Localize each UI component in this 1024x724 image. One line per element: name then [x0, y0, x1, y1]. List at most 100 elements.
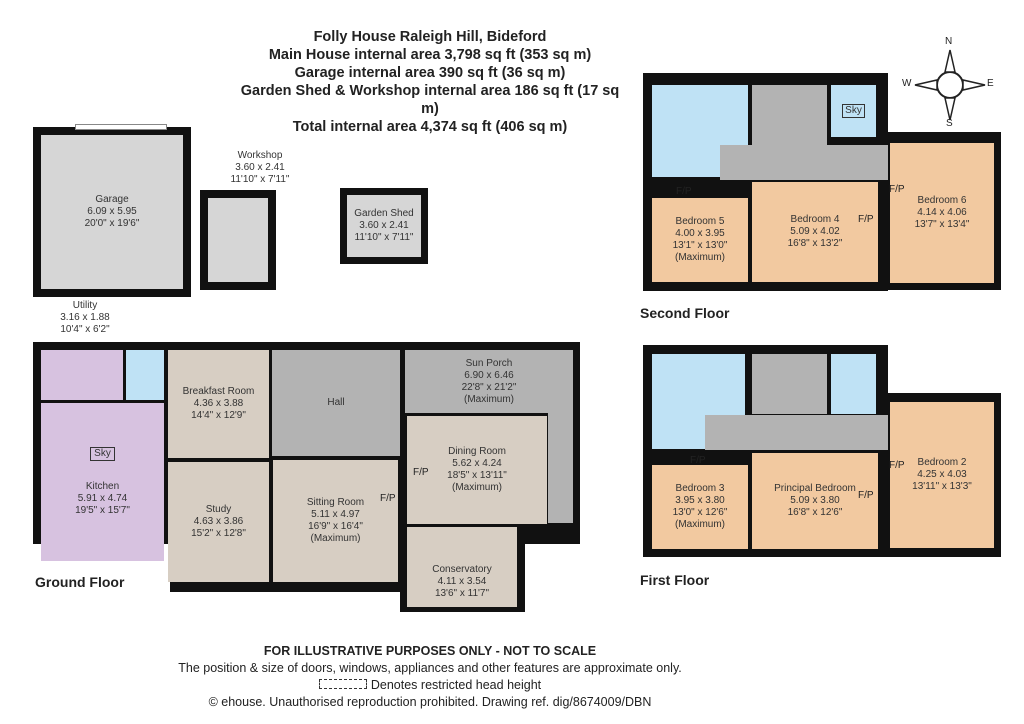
room-text: 5.62 x 4.24 — [452, 458, 502, 469]
first-floor-label: First Floor — [640, 572, 710, 588]
total-area: Total internal area 4,374 sq ft (406 sq … — [292, 119, 568, 135]
main-house-area: Main House internal area 3,798 sq ft (35… — [268, 47, 592, 63]
room-text: 14'4" x 12'9" — [191, 410, 246, 421]
room-text: Sitting Room — [306, 497, 365, 508]
room-hall: Hall — [272, 350, 400, 456]
compass-north: N — [945, 36, 953, 47]
room-workshop — [208, 198, 268, 282]
room-text: 16'8" x 12'6" — [787, 507, 843, 518]
room-text: 5.11 x 4.97 — [311, 509, 360, 520]
plan-header: Folly House Raleigh Hill, Bideford Main … — [230, 28, 630, 136]
room-text: Sun Porch — [465, 357, 513, 369]
property-title: Folly House Raleigh Hill, Bideford — [313, 29, 547, 45]
room-text: 3.60 x 2.41 — [359, 220, 409, 231]
compass-icon: N S E W — [902, 36, 995, 130]
fireplace-label: F/P — [858, 490, 874, 501]
landing-1f — [705, 415, 888, 450]
fireplace-label: F/P — [858, 214, 874, 225]
room-text: 6.09 x 5.95 — [87, 206, 137, 217]
stairs-1f — [752, 354, 827, 414]
room-text: 5.09 x 3.80 — [790, 495, 840, 506]
room-text: 3.16 x 1.88 — [60, 312, 110, 323]
room-text: 13'6" x 11'7" — [434, 588, 490, 599]
room-text: Workshop — [237, 150, 283, 161]
garage-area: Garage internal area 390 sq ft (36 sq m) — [294, 65, 566, 81]
fireplace-label: F/P — [690, 455, 706, 466]
room-text: 20'0" x 19'6" — [84, 218, 140, 229]
dashed-box-icon — [318, 679, 367, 689]
compass-west: W — [902, 78, 912, 89]
fireplace-label: F/P — [889, 460, 905, 471]
fireplace-label: F/P — [676, 186, 692, 197]
room-text: 16'8" x 13'2" — [787, 238, 843, 249]
room-text: (Maximum) — [675, 252, 725, 263]
room-text: 4.25 x 4.03 — [917, 469, 967, 480]
room-text: Bedroom 6 — [917, 195, 967, 206]
legend-restricted-height: Denotes restricted head height — [0, 677, 860, 694]
room-text: 4.14 x 4.06 — [917, 207, 967, 218]
fireplace-label: F/P — [889, 184, 905, 195]
room-text: Sky — [842, 104, 865, 118]
room-text: Bedroom 2 — [917, 457, 967, 468]
landing-2f — [720, 145, 888, 180]
stairs-2f — [752, 85, 827, 147]
disclaimer-title: FOR ILLUSTRATIVE PURPOSES ONLY - NOT TO … — [263, 644, 597, 658]
room-text: 4.36 x 3.88 — [193, 398, 244, 409]
room-text: 3.60 x 2.41 — [235, 162, 285, 173]
room-text: 11'10" x 7'11" — [230, 174, 290, 185]
room-text: Garden Shed — [354, 208, 414, 219]
compass-east: E — [987, 78, 994, 89]
room-text: 5.91 x 4.74 — [77, 493, 128, 504]
room-text: Principal Bedroom — [774, 483, 856, 494]
room-wc — [126, 350, 164, 400]
footer: FOR ILLUSTRATIVE PURPOSES ONLY - NOT TO … — [0, 643, 860, 711]
disclaimer-text: The position & size of doors, windows, a… — [178, 661, 682, 675]
second-floor-label: Second Floor — [640, 305, 730, 321]
room-text: 16'9" x 16'4" — [308, 521, 363, 532]
room-text: 13'11" x 13'3" — [912, 481, 972, 492]
fireplace-label: F/P — [413, 467, 429, 478]
room-text: 10'4" x 6'2" — [60, 324, 110, 335]
room-text: Hall — [327, 397, 345, 408]
room-text: (Maximum) — [452, 482, 502, 493]
room-text: 18'5" x 13'11" — [447, 470, 507, 481]
room-text: Utility — [72, 300, 98, 311]
sun-porch-side — [548, 413, 573, 523]
room-text: 4.11 x 3.54 — [437, 576, 487, 587]
garage-door — [75, 124, 167, 130]
room-text: 4.63 x 3.86 — [193, 516, 244, 527]
room-shower-1f — [831, 354, 876, 414]
room-text: 13'1" x 13'0" — [672, 240, 728, 251]
room-text: (Maximum) — [675, 519, 725, 530]
room-text: Dining Room — [448, 446, 506, 457]
skylight: Sky — [90, 447, 115, 461]
room-text: 15'2" x 12'8" — [191, 528, 246, 539]
room-utility — [41, 350, 123, 400]
room-text: Bedroom 4 — [790, 214, 840, 225]
room-text: 11'10" x 7'11" — [354, 232, 414, 243]
room-text: Study — [205, 504, 232, 515]
room-text: Bedroom 5 — [675, 216, 725, 227]
room-text: (Maximum) — [464, 393, 514, 405]
room-text: 3.95 x 3.80 — [675, 495, 725, 506]
room-text: Bedroom 3 — [675, 483, 725, 494]
room-text: 13'7" x 13'4" — [914, 219, 970, 230]
room-text: 13'0" x 12'6" — [672, 507, 728, 518]
fireplace-label: F/P — [380, 493, 396, 504]
room-text: Garage — [95, 194, 129, 205]
